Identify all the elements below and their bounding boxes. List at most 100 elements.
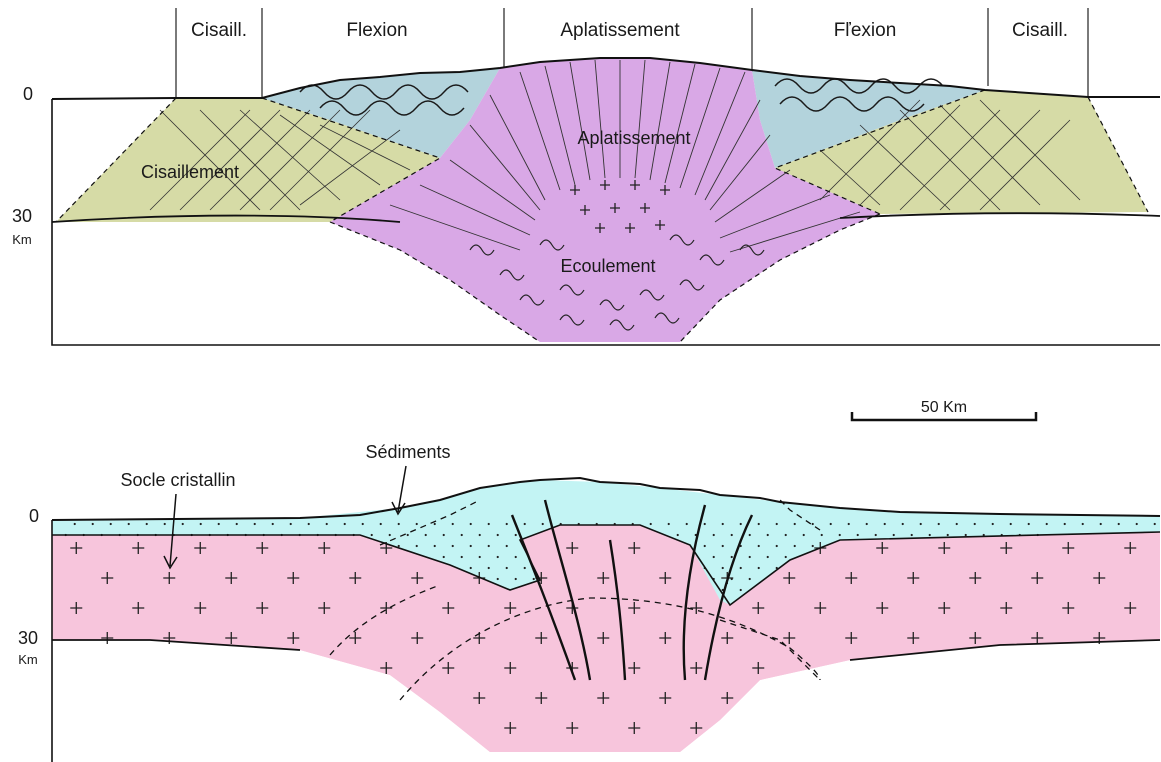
zone-header-cisaill-left: Cisaill. — [191, 20, 247, 41]
sediment-dot — [740, 567, 742, 569]
scale-bar-label: 50 Km — [921, 399, 967, 416]
sediment-dot — [128, 523, 130, 525]
sediment-dot — [812, 545, 814, 547]
sediment-dot — [146, 523, 148, 525]
label-socle-cristallin: Socle cristallin — [120, 470, 235, 490]
sediment-dot — [776, 523, 778, 525]
sediment-dot — [767, 534, 769, 536]
sediment-dot — [497, 556, 499, 558]
sediment-dot — [407, 534, 409, 536]
sediment-dot — [875, 534, 877, 536]
sediment-dot — [542, 523, 544, 525]
sediment-dot — [1046, 523, 1048, 525]
sediment-dot — [434, 523, 436, 525]
sediment-dot — [902, 523, 904, 525]
sediment-dot — [785, 556, 787, 558]
sediment-dot — [488, 545, 490, 547]
sediment-dot — [920, 523, 922, 525]
bottom-depth-unit: Km — [18, 652, 38, 667]
sediment-dot — [740, 523, 742, 525]
sediment-dot — [1136, 523, 1138, 525]
sediment-dot — [749, 534, 751, 536]
sediment-dot — [722, 545, 724, 547]
sediment-dot — [506, 523, 508, 525]
label-cisaillement: Cisaillement — [141, 162, 239, 182]
sediment-dot — [884, 523, 886, 525]
label-sediments: Sédiments — [365, 442, 450, 462]
sediment-dot — [434, 545, 436, 547]
sediment-dot — [470, 545, 472, 547]
sediment-dot — [461, 534, 463, 536]
sediment-dot — [956, 523, 958, 525]
sediment-dot — [803, 534, 805, 536]
sediment-dot — [821, 534, 823, 536]
sediment-dot — [470, 567, 472, 569]
sediment-dot — [488, 567, 490, 569]
sediment-dot — [479, 534, 481, 536]
sediment-dot — [731, 534, 733, 536]
sediment-dot — [1064, 523, 1066, 525]
sediment-dot — [713, 556, 715, 558]
sediment-dot — [749, 556, 751, 558]
sediment-dot — [1010, 523, 1012, 525]
sediment-dot — [1118, 523, 1120, 525]
bottom-depth-thirty: 30 — [18, 628, 38, 648]
sediment-dot — [398, 523, 400, 525]
sediment-dot — [461, 556, 463, 558]
sediment-dot — [164, 523, 166, 525]
top-depth-unit: Km — [12, 232, 32, 247]
top-cross-section: Cisaill. Flexion Aplatissement Fľexion C… — [12, 8, 1160, 345]
sediment-dot — [344, 523, 346, 525]
sediment-dot — [506, 567, 508, 569]
sediment-dot — [182, 523, 184, 525]
label-ecoulement: Ecoulement — [560, 256, 655, 276]
sediment-dot — [326, 523, 328, 525]
sediment-dot — [416, 523, 418, 525]
sediment-dot — [524, 567, 526, 569]
sediment-dot — [740, 589, 742, 591]
sediment-dot — [308, 523, 310, 525]
sediment-dot — [668, 523, 670, 525]
sediment-dot — [704, 545, 706, 547]
sediment-dot — [965, 534, 967, 536]
sediment-dot — [533, 578, 535, 580]
zone-header-flexion-left: Flexion — [346, 20, 407, 41]
sediment-dot — [893, 534, 895, 536]
sediment-dot — [812, 523, 814, 525]
sediment-dot — [452, 545, 454, 547]
sediment-dot — [218, 523, 220, 525]
sediment-dot — [398, 545, 400, 547]
sediment-dot — [254, 523, 256, 525]
zone-header-cisaill-right: Cisaill. — [1012, 20, 1068, 41]
sediment-dot — [371, 534, 373, 536]
sediment-dot — [110, 523, 112, 525]
sediment-dot — [524, 523, 526, 525]
sediment-dot — [452, 523, 454, 525]
sediment-dot — [758, 523, 760, 525]
sediment-dot — [506, 545, 508, 547]
scale-bar: 50 Km — [852, 399, 1036, 420]
sediment-dot — [713, 534, 715, 536]
sediment-dot — [488, 523, 490, 525]
sediment-dot — [785, 534, 787, 536]
sediment-dot — [866, 523, 868, 525]
sediment-dot — [677, 534, 679, 536]
sediment-dot — [767, 556, 769, 558]
sediment-dot — [794, 545, 796, 547]
sediment-dot — [200, 523, 202, 525]
bottom-cross-section: 0 30 Km Sédiments Socle cristallin — [18, 442, 1160, 762]
sediment-dot — [92, 523, 94, 525]
sediment-dot — [776, 545, 778, 547]
sediment-dot — [1082, 523, 1084, 525]
sediment-dot — [515, 578, 517, 580]
sediment-dot — [722, 523, 724, 525]
sediment-dot — [1100, 523, 1102, 525]
sediment-dot — [515, 556, 517, 558]
sediment-dot — [389, 534, 391, 536]
sediment-dot — [380, 523, 382, 525]
sediment-dot — [929, 534, 931, 536]
sediment-dot — [830, 523, 832, 525]
sediment-dot — [425, 534, 427, 536]
sediment-dot — [839, 534, 841, 536]
